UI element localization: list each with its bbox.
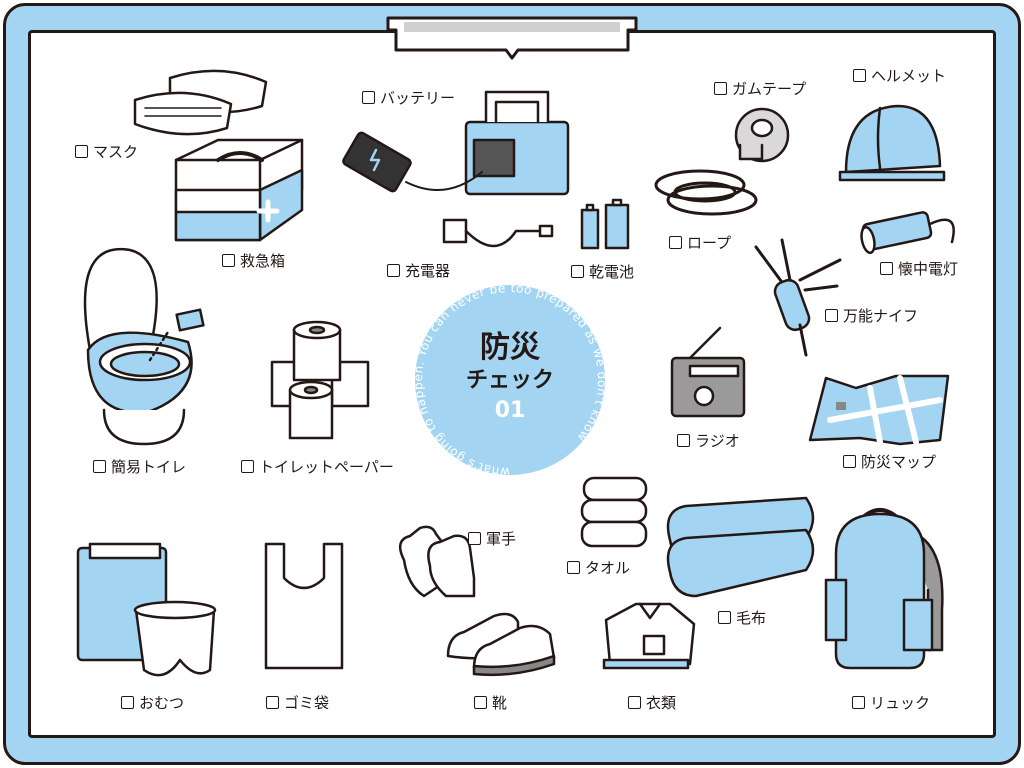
helmet-illustration bbox=[838, 104, 946, 182]
flashlight-illustration bbox=[860, 211, 955, 255]
backpack-illustration bbox=[824, 508, 944, 670]
item-label: ロープ bbox=[687, 234, 732, 252]
portable-toilet-illustration bbox=[83, 247, 205, 446]
diapers-illustration bbox=[76, 542, 217, 677]
checkbox[interactable] bbox=[853, 69, 866, 82]
checkbox[interactable] bbox=[714, 82, 727, 95]
item-label: ゴミ袋 bbox=[284, 694, 330, 712]
checklist-item[interactable]: 簡易トイレ bbox=[93, 456, 186, 477]
item-label: 軍手 bbox=[486, 530, 517, 548]
item-label: バッテリー bbox=[380, 89, 456, 107]
sneakers-illustration bbox=[446, 612, 556, 677]
checkbox[interactable] bbox=[468, 532, 481, 545]
checklist-item[interactable]: 乾電池 bbox=[571, 261, 634, 282]
checkbox[interactable] bbox=[567, 561, 580, 574]
multi-tool-knife-illustration bbox=[754, 238, 842, 357]
checklist-item[interactable]: ヘルメット bbox=[853, 65, 946, 86]
checklist-item[interactable]: ガムテープ bbox=[714, 78, 806, 99]
item-label: 救急箱 bbox=[240, 252, 286, 270]
checklist-item[interactable]: ゴミ袋 bbox=[266, 692, 329, 713]
clothes-illustration bbox=[602, 602, 696, 670]
item-label: 簡易トイレ bbox=[111, 458, 187, 476]
blanket-illustration bbox=[666, 496, 815, 598]
checkbox[interactable] bbox=[825, 309, 838, 322]
checkbox[interactable] bbox=[880, 262, 893, 275]
checkbox[interactable] bbox=[241, 460, 254, 473]
checkbox[interactable] bbox=[852, 696, 865, 709]
disaster-map-illustration bbox=[808, 374, 950, 446]
towels-illustration bbox=[580, 476, 648, 548]
checklist-item[interactable]: マスク bbox=[75, 141, 138, 162]
checkbox[interactable] bbox=[669, 236, 682, 249]
checklist-item[interactable]: 軍手 bbox=[468, 528, 516, 549]
mask-illustration bbox=[133, 69, 268, 136]
item-label: タオル bbox=[585, 559, 631, 577]
work-gloves-illustration bbox=[398, 525, 476, 598]
trash-bag-illustration bbox=[264, 542, 344, 670]
toilet-paper-illustration bbox=[270, 320, 370, 440]
dry-batteries-illustration bbox=[580, 198, 630, 250]
checklist-item[interactable]: 懐中電灯 bbox=[880, 258, 958, 279]
checklist-item[interactable]: ロープ bbox=[669, 232, 731, 253]
bousai-check-badge bbox=[415, 285, 605, 475]
first-aid-box-illustration bbox=[174, 138, 304, 242]
checkbox[interactable] bbox=[387, 264, 400, 277]
checklist-item[interactable]: 靴 bbox=[474, 692, 507, 713]
checklist-item[interactable]: リュック bbox=[852, 692, 930, 713]
item-label: 万能ナイフ bbox=[843, 307, 919, 325]
item-label: おむつ bbox=[139, 694, 185, 712]
checkbox[interactable] bbox=[677, 434, 690, 447]
title-sub: チェック bbox=[465, 368, 554, 393]
item-label: ラジオ bbox=[695, 432, 740, 450]
charger-illustration bbox=[442, 218, 554, 248]
checkbox[interactable] bbox=[93, 460, 106, 473]
item-label: 懐中電灯 bbox=[898, 260, 959, 278]
item-label: ヘルメット bbox=[871, 67, 947, 85]
checklist-item[interactable]: タオル bbox=[567, 557, 630, 578]
duct-tape-illustration bbox=[734, 107, 790, 163]
checkbox[interactable] bbox=[121, 696, 134, 709]
checkbox[interactable] bbox=[266, 696, 279, 709]
item-label: 衣類 bbox=[646, 694, 677, 712]
checkbox[interactable] bbox=[843, 455, 856, 468]
checkbox[interactable] bbox=[362, 91, 375, 104]
checklist-item[interactable]: 衣類 bbox=[628, 692, 676, 713]
item-label: マスク bbox=[93, 143, 139, 161]
checklist-item[interactable]: おむつ bbox=[121, 692, 184, 713]
clipboard-clip bbox=[386, 16, 638, 60]
item-label: トイレットペーパー bbox=[259, 458, 394, 476]
checklist-item[interactable]: 毛布 bbox=[718, 607, 766, 628]
radio-illustration bbox=[670, 326, 746, 418]
item-label: 靴 bbox=[492, 694, 508, 712]
title-number: 01 bbox=[494, 398, 526, 423]
checkbox[interactable] bbox=[571, 265, 584, 278]
item-label: ガムテープ bbox=[732, 80, 807, 98]
checklist-item[interactable]: トイレットペーパー bbox=[241, 456, 394, 477]
title-main: 防災 bbox=[480, 330, 540, 365]
item-label: 防災マップ bbox=[861, 453, 937, 471]
checkbox[interactable] bbox=[718, 611, 731, 624]
checklist-item[interactable]: 充電器 bbox=[387, 260, 450, 281]
checklist-item[interactable]: 防災マップ bbox=[843, 451, 936, 472]
checklist-item[interactable]: 救急箱 bbox=[222, 250, 285, 271]
checkbox[interactable] bbox=[75, 145, 88, 158]
checklist-item[interactable]: バッテリー bbox=[362, 87, 455, 108]
checklist-item[interactable]: 万能ナイフ bbox=[825, 305, 918, 326]
checkbox[interactable] bbox=[222, 254, 235, 267]
item-label: リュック bbox=[870, 694, 931, 712]
item-label: 充電器 bbox=[405, 262, 451, 280]
badge-title: 防災 チェック 01 bbox=[410, 330, 610, 426]
item-label: 毛布 bbox=[736, 609, 767, 627]
checklist-item[interactable]: ラジオ bbox=[677, 430, 740, 451]
rope-illustration bbox=[654, 169, 758, 216]
checkbox[interactable] bbox=[474, 696, 487, 709]
checkbox[interactable] bbox=[628, 696, 641, 709]
portable-battery-illustration bbox=[342, 90, 570, 196]
item-label: 乾電池 bbox=[589, 263, 635, 281]
